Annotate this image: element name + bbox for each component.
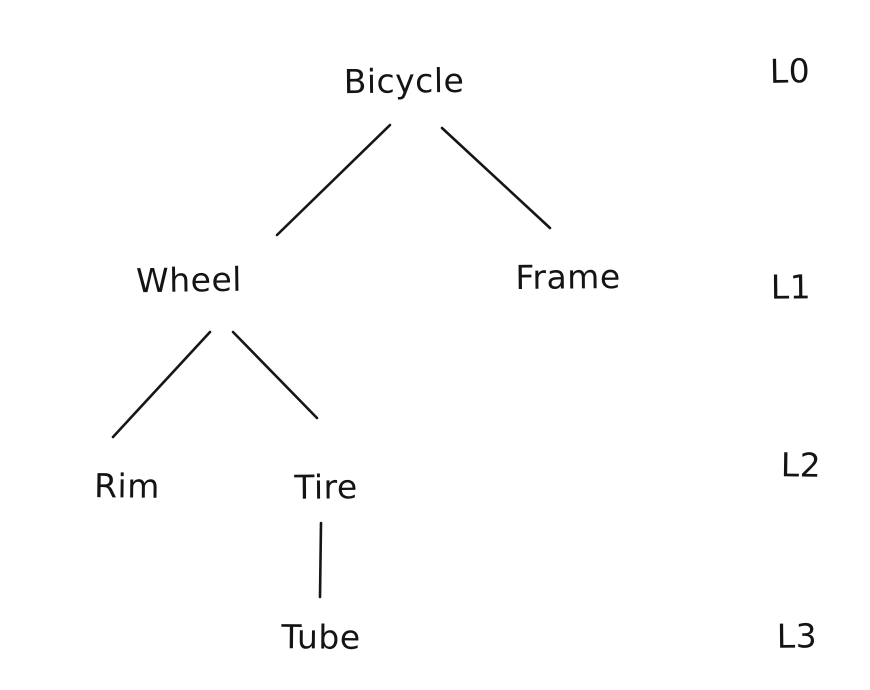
edge-tire-tube [318,521,323,599]
edge-bicycle-frame [440,126,552,230]
node-rim: Rim [93,466,161,506]
level-label-l1: L1 [770,267,812,307]
node-wheel: Wheel [135,259,243,301]
edge-wheel-rim [111,330,212,439]
node-tube: Tube [281,617,361,657]
node-frame: Frame [515,257,621,297]
level-label-l3: L3 [776,616,818,656]
node-tire: Tire [294,467,358,507]
level-label-l2: L2 [780,445,822,485]
level-label-l0: L0 [769,51,811,91]
edge-bicycle-wheel [275,123,392,237]
edge-wheel-tire [231,330,319,420]
node-bicycle: Bicycle [343,60,465,102]
